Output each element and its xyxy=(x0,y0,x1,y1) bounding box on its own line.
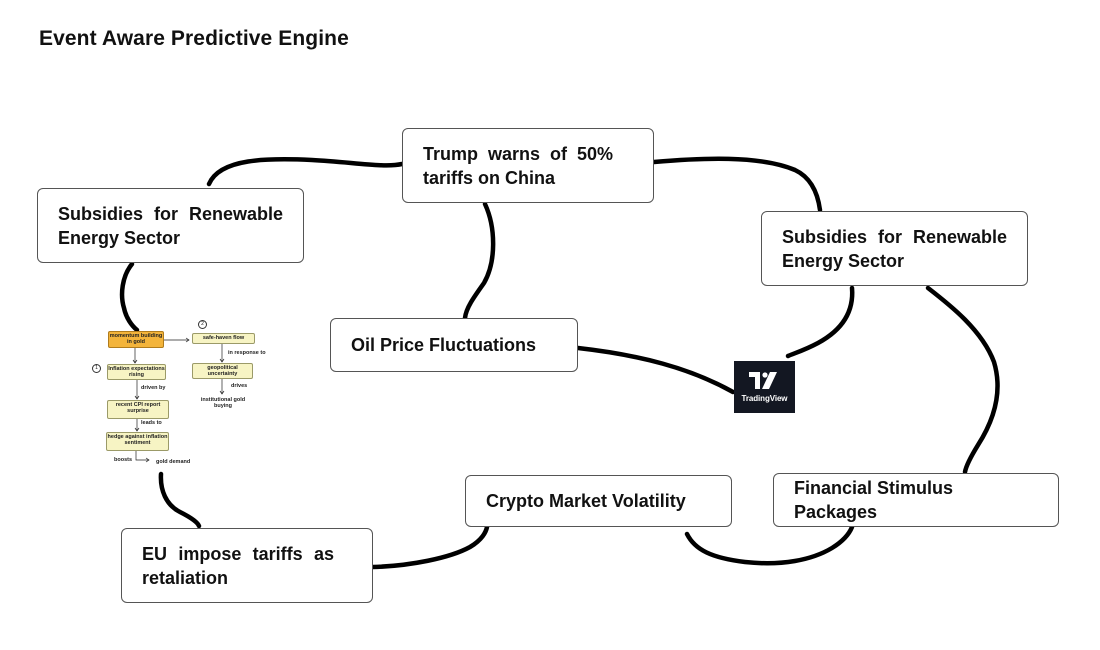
node-trump-tariffs-text: Trump warns of 50% tariffs on China xyxy=(423,143,613,188)
mini-edge-in-response-to: in response to xyxy=(228,350,266,356)
page-title: Event Aware Predictive Engine xyxy=(39,27,349,50)
mini-node-cpi: recent CPI report surprise xyxy=(107,400,169,419)
node-subsidies-right: Subsidies for Renewable Energy Sector xyxy=(761,211,1028,286)
connector-oil-tradingview xyxy=(575,345,736,395)
node-eu-tariffs: EU impose tariffs as retaliation xyxy=(121,528,373,603)
tradingview-mark-icon xyxy=(749,372,777,389)
connector-subsidies-left-mini xyxy=(119,261,140,333)
node-crypto-volatility: Crypto Market Volatility xyxy=(465,475,732,527)
connector-eu-crypto xyxy=(370,524,490,570)
connector-crypto-stimulus xyxy=(684,524,855,566)
tradingview-wordmark: TradingView xyxy=(741,394,788,403)
node-trump-tariffs: Trump warns of 50% tariffs on China xyxy=(402,128,654,203)
mini-edge-leads-to: leads to xyxy=(141,420,162,426)
tradingview-logo: TradingView xyxy=(734,361,795,413)
connector-subsidies-right-stimulus xyxy=(925,285,1000,475)
node-crypto-volatility-text: Crypto Market Volatility xyxy=(486,491,686,511)
mini-edge-boosts: boosts xyxy=(114,457,133,463)
connector-subsidies-right-tradingview xyxy=(785,285,855,359)
mini-gold-flowchart: momentum building in gold Inflation expe… xyxy=(88,318,278,478)
node-subsidies-left: Subsidies for Renewable Energy Sector xyxy=(37,188,304,263)
mini-edge-drives: drives xyxy=(231,383,248,389)
mini-node-safe-haven: safe-haven flow xyxy=(192,333,255,344)
mini-flowchart-arrows xyxy=(132,337,225,463)
node-financial-stimulus: Financial Stimulus Packages xyxy=(773,473,1059,527)
connector-mini-eu xyxy=(158,471,202,529)
mini-edge-gold-demand: gold demand xyxy=(156,459,191,465)
connector-subsidies-left-trump xyxy=(206,157,405,187)
mini-node-inflation: Inflation expectations rising xyxy=(107,364,166,380)
node-financial-stimulus-text: Financial Stimulus Packages xyxy=(794,478,954,522)
node-eu-tariffs-text: EU impose tariffs as retaliation xyxy=(142,543,334,588)
node-oil-price-text: Oil Price Fluctuations xyxy=(351,335,537,355)
mini-badge-2: 2 xyxy=(198,320,207,329)
mini-node-hedge: hedge against inflation sentiment xyxy=(106,432,169,451)
node-subsidies-right-text: Subsidies for Renewable Energy Sector xyxy=(782,226,1007,271)
mini-badge-1: 1 xyxy=(92,364,101,373)
connector-trump-subsidies-right xyxy=(651,156,823,213)
mini-node-momentum: momentum building in gold xyxy=(108,331,164,348)
mini-node-institutional: institutional gold buying xyxy=(200,397,246,409)
node-oil-price: Oil Price Fluctuations xyxy=(330,318,578,372)
connector-trump-oil xyxy=(462,201,496,321)
mini-node-geopolitical: geopolitical uncertainty xyxy=(192,363,253,379)
mini-edge-driven-by: driven by xyxy=(141,385,166,391)
node-subsidies-left-text: Subsidies for Renewable Energy Sector xyxy=(58,203,283,248)
